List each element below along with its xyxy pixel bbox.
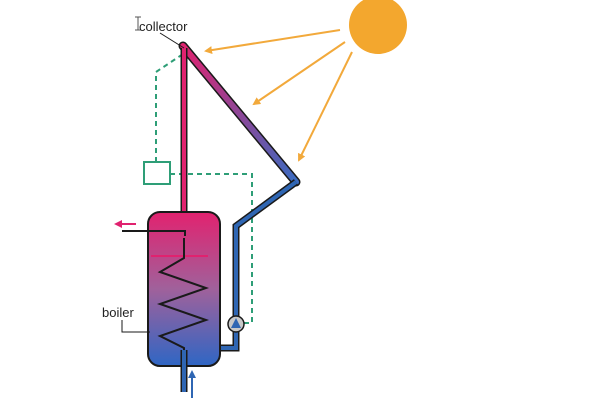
cold-return-pipe <box>218 180 298 350</box>
boiler-label: boiler <box>102 305 134 320</box>
collector-panel <box>180 43 299 185</box>
heat-exchanger-coil <box>156 238 210 354</box>
sun-ray <box>204 29 341 55</box>
pump-icon <box>227 315 245 333</box>
sun-icon <box>349 0 407 54</box>
collector-leader-line <box>159 32 185 49</box>
hot-water-outlet-pipe <box>122 230 186 236</box>
sun-ray <box>298 51 353 162</box>
boiler-leader-line <box>121 320 150 333</box>
control-line-pump <box>170 173 253 324</box>
sun-ray <box>252 41 346 106</box>
text-cursor-icon <box>135 16 141 31</box>
control-line-sensor <box>155 53 184 162</box>
collector-label: collector <box>139 19 188 34</box>
controller-box <box>143 161 171 185</box>
